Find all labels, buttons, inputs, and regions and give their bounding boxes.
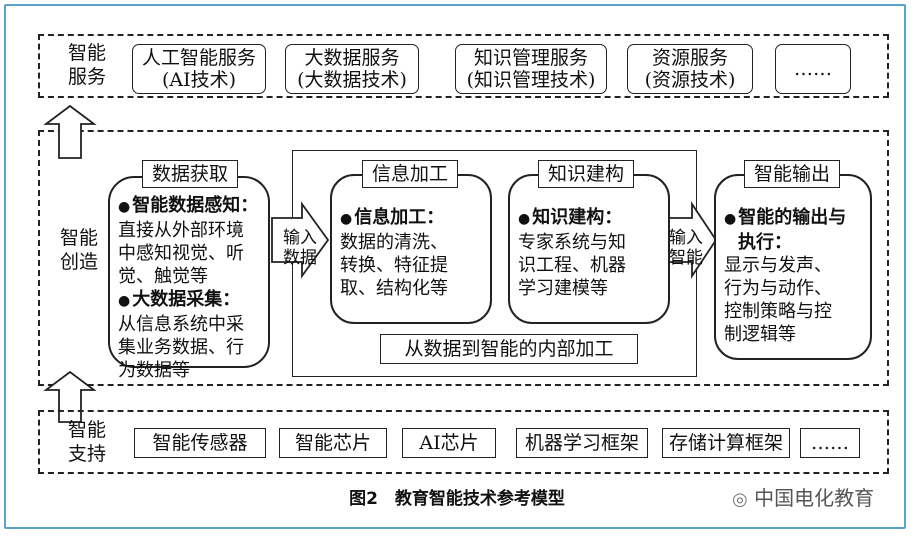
support-layer-label: 智能 支持 bbox=[62, 418, 112, 466]
acquire-bullet-1-head: 智能数据感知： bbox=[118, 194, 262, 219]
services-label-line1: 智能 bbox=[67, 42, 106, 64]
intelligent-output-card: 智能的输出与 执行： 显示与发声、 行为与动作、 控制策略与控 制逻辑等 bbox=[714, 174, 872, 360]
service-knowledge-name: 知识管理服务 bbox=[473, 47, 588, 69]
knowledge-construction-line1: 专家系统与知 bbox=[518, 232, 626, 253]
input-data-line1: 输入 bbox=[283, 228, 317, 248]
info-processing-line3: 取、结构化等 bbox=[340, 278, 448, 299]
info-processing-head: 信息加工： bbox=[340, 206, 484, 231]
input-data-line2: 数据 bbox=[283, 248, 317, 268]
service-bigdata-name: 大数据服务 bbox=[304, 47, 400, 69]
output-body-line3: 控制策略与控 bbox=[724, 301, 832, 322]
up-arrow-to-creation bbox=[43, 370, 97, 423]
watermark-text: 中国电化教育 bbox=[754, 486, 875, 510]
figure-caption: 图2 教育智能技术参考模型 bbox=[349, 489, 565, 509]
support-ai-chip: AI芯片 bbox=[402, 428, 496, 458]
input-intelligence-label: 输入 智能 bbox=[664, 228, 708, 268]
input-data-arrow bbox=[271, 201, 330, 279]
internal-processing-caption: 从数据到智能的内部加工 bbox=[380, 334, 638, 364]
output-body-line1: 显示与发声、 bbox=[724, 255, 832, 276]
info-processing-title: 信息加工 bbox=[362, 160, 458, 188]
acquire-bullet-2-line3: 为数据等 bbox=[118, 360, 190, 381]
data-acquisition-title: 数据获取 bbox=[142, 160, 238, 188]
acquire-bullet-1-line1: 直接从外部环境 bbox=[118, 220, 244, 241]
acquire-bullet-2-line2: 集业务数据、行 bbox=[118, 337, 244, 358]
service-bigdata: 大数据服务 (大数据技术) bbox=[285, 44, 419, 94]
support-smart-chip: 智能芯片 bbox=[279, 428, 387, 458]
up-arrow-to-services bbox=[43, 104, 97, 159]
knowledge-construction-card: 知识建构： 专家系统与知 识工程、机器 学习建模等 bbox=[508, 174, 670, 324]
support-label-line2: 支持 bbox=[67, 443, 106, 465]
service-bigdata-tech: (大数据技术) bbox=[297, 69, 407, 91]
acquire-bullet-2-line1: 从信息系统中采 bbox=[118, 314, 244, 335]
info-processing-line1: 数据的清洗、 bbox=[340, 232, 448, 253]
support-storage-compute-framework: 存储计算框架 bbox=[662, 428, 790, 458]
acquire-bullet-2-head: 大数据采集： bbox=[118, 288, 262, 313]
service-more-text: …… bbox=[794, 58, 832, 80]
output-body-line4: 制逻辑等 bbox=[724, 324, 796, 345]
figure-frame bbox=[4, 4, 906, 529]
services-label-line2: 服务 bbox=[67, 66, 106, 88]
service-resource-name: 资源服务 bbox=[651, 47, 728, 69]
input-data-label: 输入 数据 bbox=[278, 228, 322, 268]
support-label-line1: 智能 bbox=[67, 419, 106, 441]
info-processing-line2: 转换、特征提 bbox=[340, 255, 448, 276]
service-resource-tech: (资源技术) bbox=[644, 69, 736, 91]
input-intelligence-line2: 智能 bbox=[669, 248, 703, 268]
wechat-icon: ◎ bbox=[732, 489, 748, 510]
creation-layer-label: 智能 创造 bbox=[54, 226, 104, 274]
creation-label-line1: 智能 bbox=[59, 227, 98, 249]
service-resource: 资源服务 (资源技术) bbox=[627, 44, 753, 94]
knowledge-construction-line2: 识工程、机器 bbox=[518, 255, 626, 276]
service-ai-tech: (AI技术) bbox=[161, 69, 237, 91]
acquire-bullet-1-line2: 中感知视觉、听 bbox=[118, 243, 244, 264]
creation-layer bbox=[38, 130, 889, 386]
service-knowledge-tech: (知识管理技术) bbox=[466, 69, 596, 91]
output-head-line1: 智能的输出与 bbox=[724, 206, 864, 231]
support-more: …… bbox=[800, 428, 860, 458]
services-layer-label: 智能 服务 bbox=[62, 41, 112, 89]
services-layer bbox=[38, 34, 889, 98]
creation-label-line2: 创造 bbox=[59, 251, 98, 273]
support-smart-sensor: 智能传感器 bbox=[134, 428, 266, 458]
input-intelligence-line1: 输入 bbox=[669, 228, 703, 248]
knowledge-construction-title: 知识建构 bbox=[538, 160, 634, 188]
intelligent-output-title: 智能输出 bbox=[744, 160, 840, 188]
acquire-bullet-1-line3: 觉、触觉等 bbox=[118, 266, 208, 287]
service-ai-name: 人工智能服务 bbox=[141, 47, 256, 69]
output-body-line2: 行为与动作、 bbox=[724, 278, 832, 299]
watermark: ◎ 中国电化教育 bbox=[732, 482, 874, 511]
knowledge-construction-head: 知识建构： bbox=[518, 206, 662, 231]
service-knowledge: 知识管理服务 (知识管理技术) bbox=[455, 44, 607, 94]
info-processing-card: 信息加工： 数据的清洗、 转换、特征提 取、结构化等 bbox=[330, 174, 492, 324]
output-head-line2: 执行： bbox=[738, 232, 792, 253]
support-ml-framework: 机器学习框架 bbox=[516, 428, 648, 458]
service-ai: 人工智能服务 (AI技术) bbox=[132, 44, 266, 94]
data-acquisition-card: 智能数据感知： 直接从外部环境 中感知视觉、听 觉、触觉等 大数据采集： 从信息… bbox=[108, 176, 270, 381]
support-layer bbox=[38, 410, 889, 474]
service-more: …… bbox=[775, 44, 851, 94]
knowledge-construction-line3: 学习建模等 bbox=[518, 278, 608, 299]
